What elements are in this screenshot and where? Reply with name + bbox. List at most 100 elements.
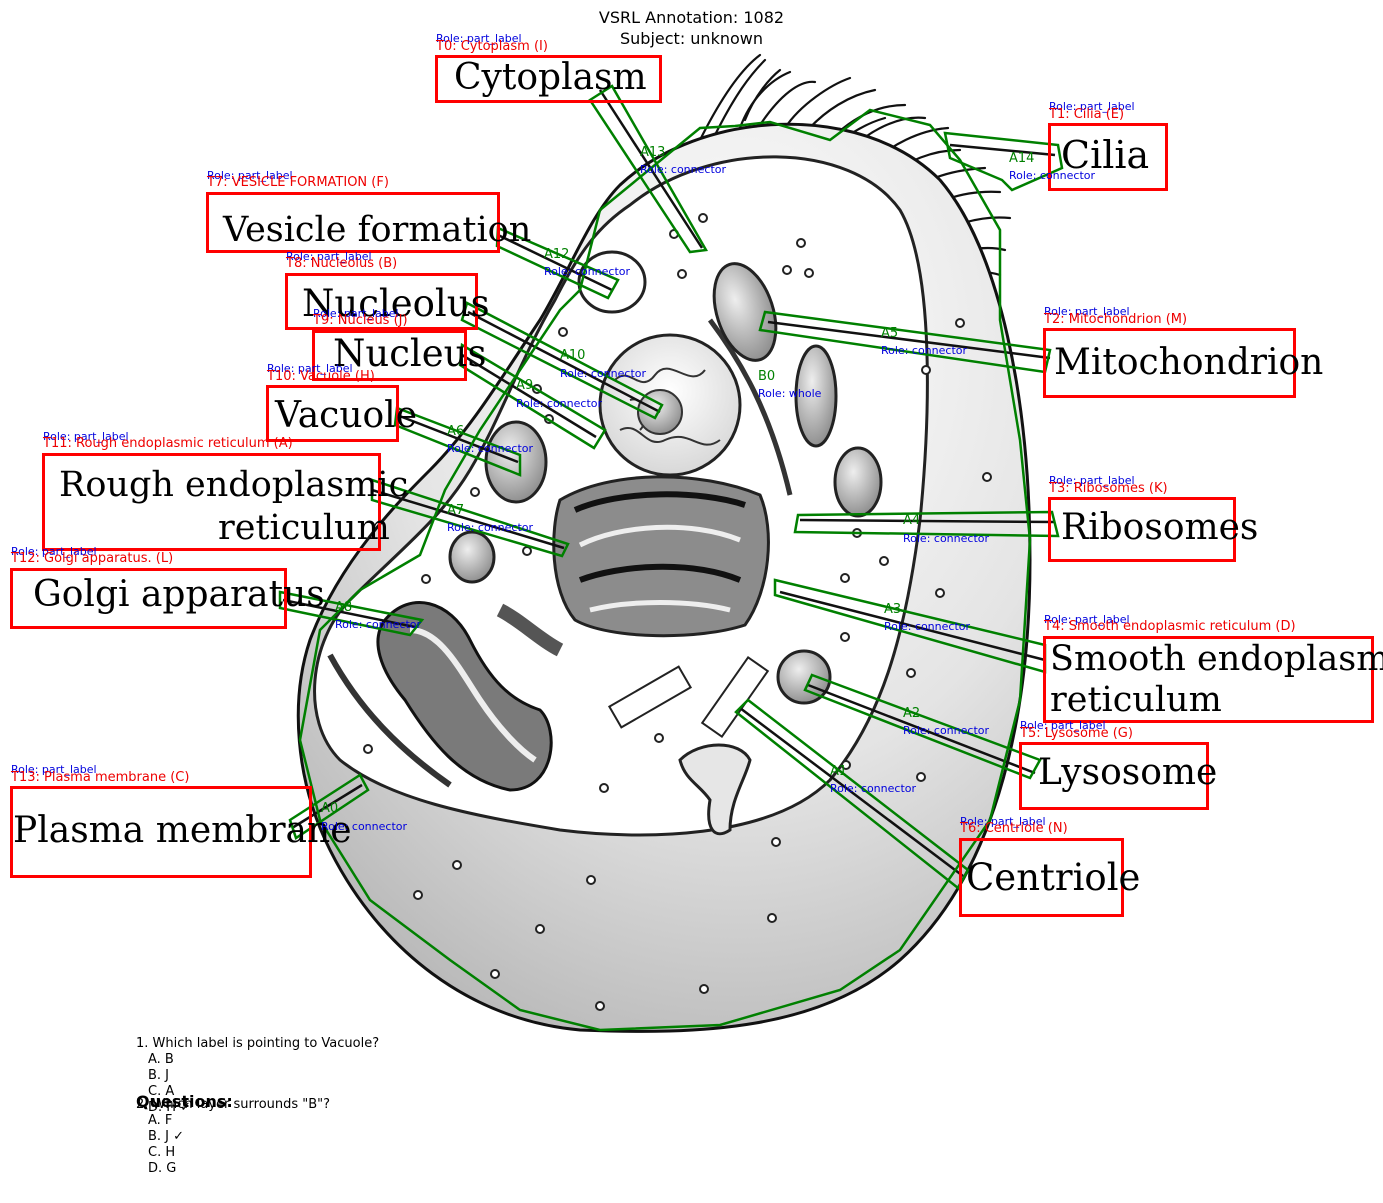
t7-role: Role: part_label — [207, 169, 293, 182]
question-1: 1. Which label is pointing to Vacuole? A… — [136, 1036, 379, 1116]
label-centriole: Centriole — [966, 856, 1141, 899]
label-box-nucleolus: Nucleolus — [285, 273, 490, 330]
annotation-subject: Subject: unknown — [620, 29, 763, 48]
question-1-option-c: C. A — [148, 1084, 175, 1099]
label-box-ribosomes: Ribosomes — [1048, 497, 1258, 562]
question-2-option-d: D. G — [148, 1161, 177, 1176]
t5-tag: T5: Lysosome (G) — [1020, 726, 1133, 741]
a14-id: A14 — [1009, 151, 1035, 166]
a6-polygon — [393, 406, 522, 477]
golgi-shape — [376, 601, 564, 792]
label-box-smooth-er: Smooth endoplasmic reticulum — [1043, 636, 1383, 723]
a10-polygon — [460, 301, 664, 420]
t12-role: Role: part_label — [11, 545, 97, 558]
a6-id: A6 — [447, 424, 465, 439]
t11-tag: T11: Rough endoplasmic reticulum (A) — [43, 436, 293, 451]
a12-role: Role: connector — [544, 265, 631, 278]
a1-role: Role: connector — [830, 782, 917, 795]
a13-role: Role: connector — [640, 163, 727, 176]
label-cilia: Cilia — [1061, 133, 1150, 177]
vacuole-shape — [678, 743, 752, 836]
question-1-option-a: A. B — [148, 1052, 174, 1067]
label-box-vesicle-formation: Vesicle formation — [206, 192, 531, 253]
a13-id: A13 — [640, 145, 666, 160]
t13-role: Role: part_label — [11, 763, 97, 776]
label-nucleus: Nucleus — [333, 332, 487, 375]
ribosome-dots — [363, 213, 992, 1011]
label-box-cytoplasm: Cytoplasm — [435, 55, 662, 103]
rough-er-shape — [552, 475, 770, 638]
label-golgi: Golgi apparatus — [33, 574, 325, 615]
a14-polygon — [943, 131, 1064, 192]
a8-polygon — [278, 590, 425, 637]
t11-role: Role: part_label — [43, 430, 129, 443]
t2-tag: T2: Mitochondrion (M) — [1044, 312, 1188, 327]
t13-tag: T13: Plasma membrane (C) — [11, 770, 190, 785]
question-1-option-d: D. H ✓ — [148, 1100, 192, 1115]
vesicle-shape — [577, 250, 647, 314]
t9-role: Role: part_label — [313, 307, 399, 320]
label-ribosomes: Ribosomes — [1061, 507, 1259, 548]
label-box-cilia: Cilia — [1048, 123, 1168, 191]
t12-tag: T12: Golgi apparatus. (L) — [11, 551, 174, 566]
t2-role: Role: part_label — [1044, 305, 1130, 318]
a10-role: Role: connector — [560, 367, 647, 380]
a1-polygon — [734, 698, 970, 890]
label-rough-er-line1: Rough endoplasmic — [59, 465, 409, 505]
t10-tag: T10: Vacuole (H) — [267, 369, 375, 384]
a5-id: A5 — [881, 326, 899, 341]
a9-polygon — [458, 342, 607, 450]
question-2-option-c: C. H — [148, 1145, 176, 1160]
mitochondria-shapes — [448, 262, 883, 584]
question-2-text: 2. Which layer surrounds "B"? — [136, 1097, 331, 1112]
label-box-golgi: Golgi apparatus — [10, 568, 325, 629]
label-lysosome: Lysosome — [1038, 752, 1218, 793]
question-2: 2. Which layer surrounds "B"? A. F B. J … — [136, 1097, 330, 1177]
lysosome-shape — [776, 649, 832, 705]
question-2-option-a: A. F — [148, 1113, 173, 1128]
a1-id: A1 — [830, 764, 848, 779]
a8-id: A8 — [335, 600, 353, 615]
annotation-header: VSRL Annotation: 1082 Subject: unknown — [0, 7, 1383, 49]
a2-role: Role: connector — [903, 724, 990, 737]
t8-role: Role: part_label — [286, 250, 372, 263]
smooth-er-shape — [707, 318, 793, 496]
t7-tag: T7: VESICLE FORMATION (F) — [207, 175, 389, 190]
a6-role: Role: connector — [447, 442, 534, 455]
a3-id: A3 — [884, 602, 902, 617]
label-cytoplasm: Cytoplasm — [454, 57, 647, 98]
annotation-title: VSRL Annotation: 1082 — [598, 8, 785, 27]
a10-id: A10 — [560, 348, 586, 363]
t0-role: Role: part_label — [436, 32, 522, 45]
label-smooth-er-line1: Smooth endoplasmic — [1050, 639, 1383, 679]
a2-id: A2 — [903, 706, 921, 721]
t4-tag: T4: Smooth endoplasmic reticulum (D) — [1044, 619, 1296, 634]
t10-role: Role: part_label — [267, 362, 353, 375]
a0-role: Role: connector — [321, 820, 408, 833]
b0-polygon — [298, 108, 1032, 1032]
t8-tag: T8: Nucleolus (B) — [286, 256, 398, 271]
nucleus-shape — [598, 333, 742, 477]
a7-id: A7 — [447, 503, 465, 518]
b0-role: Role: whole — [758, 387, 822, 400]
label-box-plasma-membrane: Plasma membrane — [10, 786, 352, 878]
label-vesicle-formation: Vesicle formation — [223, 210, 532, 250]
a0-polygon — [288, 773, 370, 840]
label-nucleolus: Nucleolus — [302, 282, 490, 325]
t6-tag: T6: Centriole (N) — [960, 821, 1068, 836]
a3-role: Role: connector — [884, 620, 971, 633]
questions-heading: Questions: — [136, 1092, 233, 1111]
t3-role: Role: part_label — [1049, 474, 1135, 487]
a5-role: Role: connector — [881, 344, 968, 357]
t3-tag: T3: Ribosomes (K) — [1049, 481, 1168, 496]
t9-tag: T9: Nucleus (J) — [313, 313, 408, 328]
a0-id: A0 — [321, 801, 339, 816]
label-box-mitochondrion: Mitochondrion — [1043, 328, 1323, 398]
er-strand — [327, 653, 452, 788]
a4-role: Role: connector — [903, 532, 990, 545]
question-1-text: 1. Which label is pointing to Vacuole? — [136, 1036, 380, 1051]
t1-role: Role: part_label — [1049, 100, 1135, 113]
question-1-option-b: B. J — [148, 1068, 170, 1083]
a9-id: A9 — [516, 378, 534, 393]
t4-role: Role: part_label — [1044, 613, 1130, 626]
